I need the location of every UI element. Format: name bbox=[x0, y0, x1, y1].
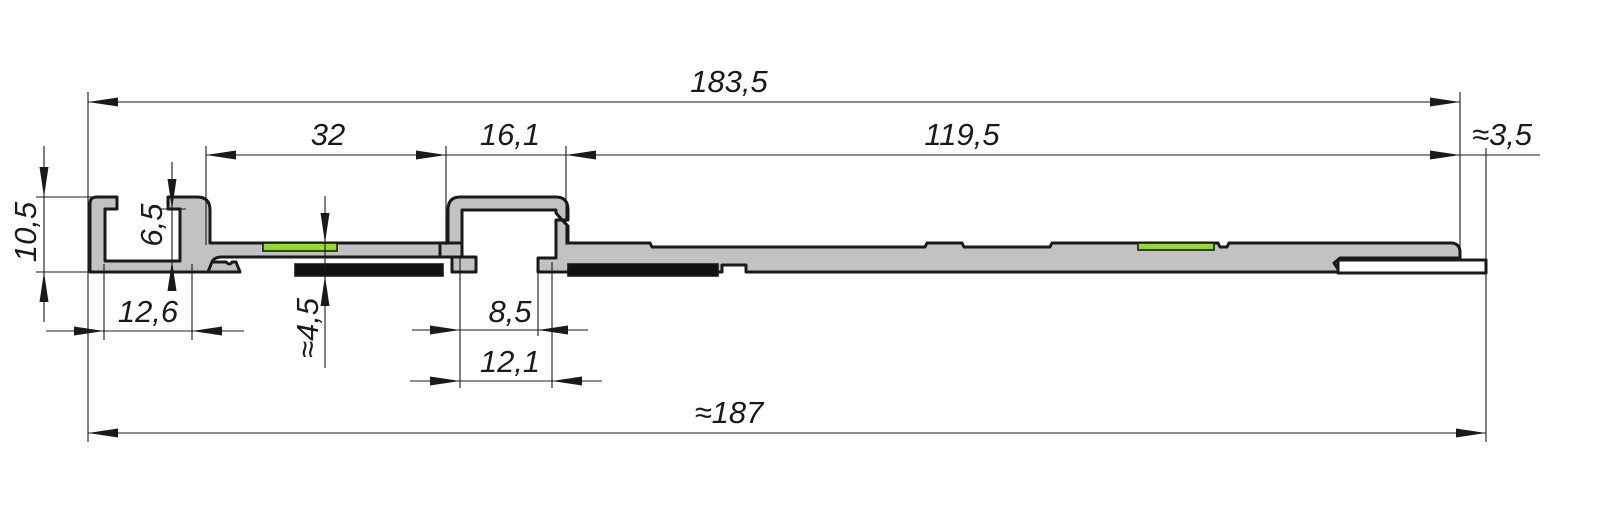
dimension-32: 32 bbox=[206, 117, 446, 160]
dimension-6-5: 6,5 bbox=[134, 162, 177, 291]
dimension-12-6-label: 12,6 bbox=[118, 294, 179, 329]
dimension-187: ≈187 bbox=[88, 395, 1486, 438]
dimension-187-label: ≈187 bbox=[695, 395, 765, 430]
green-insert-right bbox=[1137, 242, 1215, 251]
dimension-8-5-label: 8,5 bbox=[488, 294, 532, 329]
dimension-119-5: 119,5 bbox=[566, 117, 1460, 160]
dimension-12-6: 12,6 bbox=[46, 294, 244, 336]
dimension-183-5-label: 183,5 bbox=[690, 64, 768, 99]
dimension-3-5: ≈3,5 bbox=[1460, 117, 1540, 156]
dimension-8-5: 8,5 bbox=[412, 294, 588, 335]
dimension-6-5-label: 6,5 bbox=[134, 203, 169, 247]
dimension-10-5-label: 10,5 bbox=[8, 201, 43, 262]
dimension-3-5-label: ≈3,5 bbox=[1472, 117, 1533, 152]
extension-lines bbox=[36, 92, 1487, 442]
profile-notch bbox=[206, 260, 242, 274]
dimension-4-5: ≈4,5 bbox=[290, 196, 330, 368]
dimension-32-label: 32 bbox=[311, 117, 345, 152]
dimension-10-5: 10,5 bbox=[8, 146, 49, 322]
profile-right-strip bbox=[536, 218, 1462, 274]
black-insert-right bbox=[567, 263, 719, 277]
dimension-183-5: 183,5 bbox=[88, 64, 1460, 107]
profile-strip bbox=[438, 241, 464, 259]
dimension-16-1: 16,1 bbox=[446, 117, 566, 156]
green-insert-left bbox=[262, 242, 338, 252]
dimension-12-1-label: 12,1 bbox=[480, 344, 540, 379]
dimension-16-1-label: 16,1 bbox=[480, 117, 540, 152]
dimension-12-1: 12,1 bbox=[410, 344, 602, 386]
cover-strip bbox=[1336, 258, 1488, 275]
black-insert-left bbox=[294, 263, 444, 277]
dimension-4-5-label: ≈4,5 bbox=[290, 297, 325, 358]
dimension-119-5-label: 119,5 bbox=[924, 117, 1000, 152]
